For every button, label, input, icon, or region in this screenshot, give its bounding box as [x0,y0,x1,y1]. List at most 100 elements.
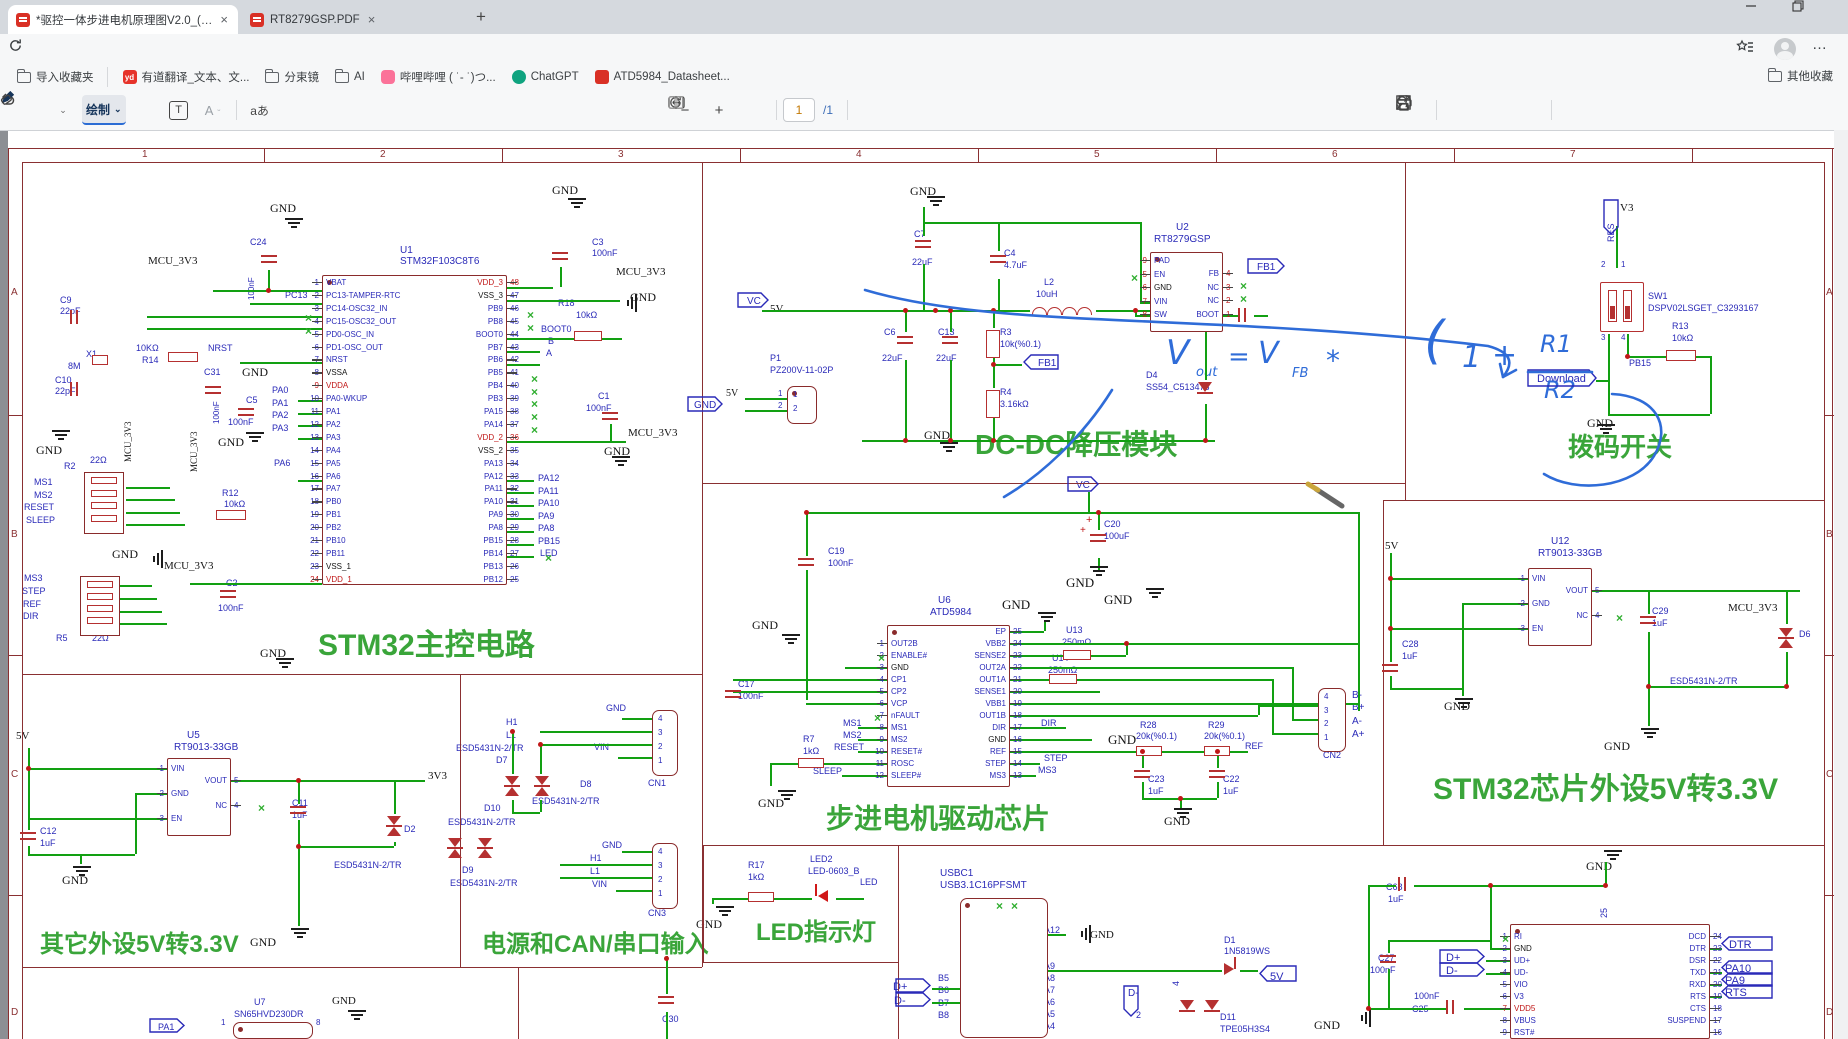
schematic-label: C68 [1386,882,1403,892]
schematic-label: 2 [1136,1010,1142,1020]
other-favorites[interactable]: 其他收藏 [1768,68,1848,84]
pin-stub [877,739,887,741]
frame-line [22,674,702,676]
wire [1272,733,1318,735]
tab[interactable]: RT8279GSP.PDF× [242,5,457,34]
schematic-label: R14 [142,355,159,365]
avatar[interactable] [1774,38,1796,60]
add-text-button[interactable]: T [164,95,194,125]
pin-label: PA2 [326,419,341,429]
schematic-label: PA11 [538,486,559,496]
page-view-button[interactable] [668,95,920,125]
pin-label: PB5 [487,368,503,378]
wire [1142,782,1144,798]
print-icon[interactable] [1396,95,1475,125]
folder-icon [17,68,31,83]
pin-label: NRST [326,355,348,365]
bookmark-item[interactable]: 哔哩哔哩 ( ˙- ˙)つ... [374,69,503,85]
wire [762,310,1030,312]
wire [1010,739,1092,741]
pin-stub [877,763,887,765]
minimize-button[interactable] [1746,0,1790,32]
wire [1205,404,1207,440]
wire [507,287,553,289]
schematic-element [942,342,958,344]
wire [1010,691,1100,693]
restore-button[interactable] [1792,0,1836,32]
tab-close-icon[interactable]: × [367,12,376,27]
pin-stub [1710,1008,1720,1010]
pin-stub [1010,751,1020,753]
pin-label: PA5 [326,458,341,468]
schematic-label: PA1 [158,1022,175,1032]
bookmark-item[interactable]: 导入收藏夹 [10,68,101,85]
connector-box [652,710,678,776]
scrollbar[interactable] [1834,130,1848,1039]
schematic-label: C5 [246,395,258,405]
schematic-label: D+ [1446,952,1461,964]
schematic-label: 100nF [1370,965,1396,975]
schematic-label: D+ [893,981,908,993]
wire [1390,553,1392,662]
schematic-label: CN1 [648,778,667,788]
schematic-label: C30 [662,1014,679,1024]
draw-button[interactable]: 绘制 ⌄ [1,90,126,125]
bookmark-item[interactable]: AI [328,68,372,83]
junction-dot [296,844,301,849]
bookmark-label: AI [353,71,365,83]
bookmark-item[interactable]: 分束镜 [258,68,326,85]
eraser-button[interactable] [0,94,160,125]
resistor [1136,746,1162,756]
wire [1786,652,1788,686]
page-number-input[interactable]: 1 [783,98,815,122]
schematic-label: R5 [56,633,68,643]
pin-stub [877,727,887,729]
refresh-icon[interactable] [8,38,30,60]
pin-label: PA14 [484,419,503,429]
save-icon[interactable] [1396,95,1509,125]
wire [512,812,540,814]
schematic-element [261,255,277,257]
wire [1486,973,1510,975]
translate-button[interactable]: aあ [250,103,269,118]
pin-stub [1140,273,1150,275]
no-connect-x: × [545,551,553,565]
bookmark-item[interactable]: ATD5984_Datasheet... [588,70,737,84]
tab-close-icon[interactable]: × [220,12,228,27]
nav-bar [0,34,1848,65]
highlighter-button[interactable]: ⌄ [1,90,78,125]
schematic-element [1452,1000,1454,1014]
save-as-icon[interactable] [1396,95,1543,125]
zoom-out-button[interactable]: − [680,101,690,119]
undo-button[interactable] [1,93,44,125]
schematic-label: 1uF [292,810,308,820]
frame-line [1383,500,1824,502]
new-tab-button[interactable]: + [476,7,486,26]
wire [1292,719,1318,721]
zoom-in-button[interactable]: + [714,101,724,119]
wire [28,748,30,830]
schematic-label: U13 [1066,625,1083,635]
schematic-label: 10kΩ [576,310,598,320]
pin-label: GND [988,735,1006,744]
more-menu-icon[interactable]: … [1812,36,1828,53]
junction-dot [1096,510,1101,515]
rotate-button[interactable] [670,95,886,125]
schematic-label: MCU_3V3 [628,427,678,439]
resistor [168,352,198,362]
schematic-label: MS3 [24,573,43,583]
schematic-label: 22Ω [90,455,107,465]
fit-width-button[interactable] [668,95,768,125]
wire [190,583,322,585]
bookmark-item[interactable]: ChatGPT [505,70,586,84]
schematic-label: C4 [1004,248,1016,258]
tab[interactable]: *驱控一体步进电机原理图V2.0_(2...× [8,5,238,34]
schematic-label: C10 [55,375,72,385]
expand-icon[interactable] [1396,95,1590,125]
pin-stub [312,346,322,348]
schematic-label: GND [758,796,784,810]
schematic-label: 100nF [1414,991,1440,1001]
pin-stub [507,294,517,297]
